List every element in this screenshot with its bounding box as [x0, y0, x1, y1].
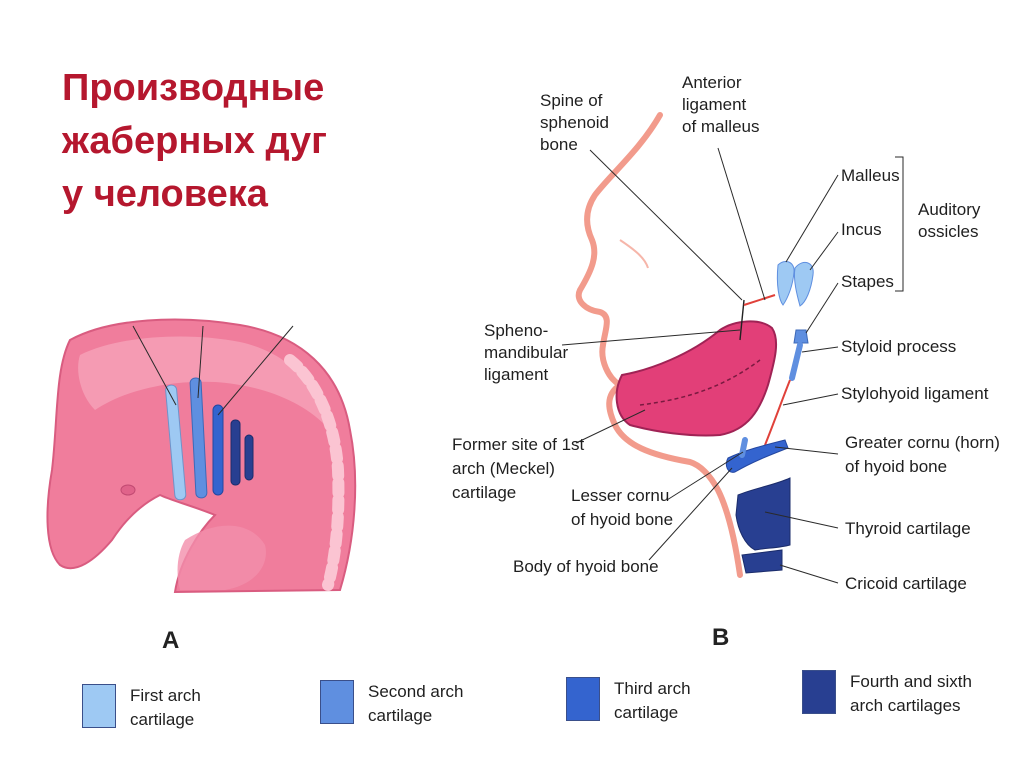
hyoid-bone: [725, 439, 789, 473]
leader-line: [805, 282, 839, 334]
legend-second-arch: Second arch cartilage: [320, 680, 500, 730]
cricoid-cartilage: [741, 549, 783, 574]
panel-a-label: A: [162, 627, 179, 654]
legend-third-arch: Third arch cartilage: [566, 677, 746, 727]
label-body-of-hyoid: Body of hyoid bone: [513, 557, 659, 576]
leader-line: [132, 325, 177, 406]
fourth-arch-cartilage-a: [230, 419, 241, 486]
legend-text-second-arch: Second arch cartilage: [368, 682, 464, 725]
leader-line: [217, 325, 294, 416]
label-styloid-process: Styloid process: [841, 337, 956, 356]
meckel-site-line: [639, 359, 761, 406]
malleus-ligament: [743, 294, 776, 306]
head-illustration: [575, 112, 814, 578]
leader-line: [785, 174, 839, 263]
label-former-site-meckel: Former site of 1st arch (Meckel) cartila…: [452, 435, 589, 502]
incus-shape: [794, 261, 814, 307]
label-lesser-cornu: Lesser cornu of hyoid bone: [571, 486, 674, 529]
embryo-eye: [120, 484, 136, 496]
leader-line: [197, 325, 204, 399]
label-stapes: Stapes: [841, 272, 894, 291]
leader-line: [764, 511, 839, 529]
stylohyoid-ligament: [764, 379, 791, 446]
label-incus: Incus: [841, 220, 882, 239]
leader-line: [801, 346, 839, 353]
legend-text-first-arch: First arch cartilage: [130, 686, 201, 729]
leader-line: [648, 467, 733, 561]
legend-swatch-second-arch: [320, 680, 354, 724]
label-anterior-ligament-of-malleus: Anterior ligament of malleus: [682, 73, 759, 136]
label-malleus: Malleus: [841, 166, 900, 185]
title-line-3: у человека: [62, 173, 268, 215]
embryo-head-shade: [78, 336, 325, 425]
malleus-shape: [776, 261, 795, 306]
legend-first-arch: First arch cartilage: [82, 684, 262, 734]
leader-line: [809, 231, 839, 271]
legend-fourth-sixth-arch: Fourth and sixth arch cartilages: [802, 670, 1012, 720]
title-line-1: Производные: [62, 67, 325, 109]
panel-b-label: B: [712, 624, 729, 651]
styloid-process: [789, 342, 803, 381]
label-spheno-mandibular-ligament: Spheno- mandibular ligament: [484, 321, 573, 384]
first-arch-cartilage-a: [165, 384, 187, 501]
label-stylohyoid-ligament: Stylohyoid ligament: [841, 384, 989, 403]
label-greater-cornu: Greater cornu (horn) of hyoid bone: [845, 433, 1005, 476]
page-title: Производные жаберных дуг у человека: [62, 62, 422, 221]
sixth-arch-cartilage-a: [244, 434, 254, 481]
third-arch-cartilage-a: [212, 404, 224, 496]
leader-lines: [561, 147, 904, 584]
leader-line: [782, 393, 839, 406]
second-arch-cartilage-a: [189, 377, 208, 499]
label-cricoid-cartilage: Cricoid cartilage: [845, 574, 967, 593]
legend-swatch-third-arch: [566, 677, 600, 721]
spheno-mandibular-ligament: [739, 299, 745, 341]
legend-swatch-fourth-sixth-arch: [802, 670, 836, 714]
face-nose-detail: [619, 239, 649, 269]
leader-line: [589, 149, 743, 301]
embryo-somites: [284, 354, 345, 591]
stapes-shape: [793, 329, 809, 344]
thyroid-cartilage: [735, 477, 791, 551]
leader-line: [717, 147, 766, 301]
legend-swatch-first-arch: [82, 684, 116, 728]
leader-line: [561, 329, 741, 346]
leader-line: [575, 409, 646, 444]
leader-line: [774, 446, 839, 455]
legend-text-third-arch: Third arch cartilage: [614, 679, 691, 722]
title-line-2: жаберных дуг: [62, 120, 327, 162]
label-spine-of-sphenoid: Spine of sphenoid bone: [540, 91, 614, 154]
face-outline: [575, 112, 743, 578]
leader-line: [779, 564, 839, 584]
label-auditory-ossicles: Auditory ossicles: [918, 200, 985, 241]
leader-line: [666, 451, 744, 501]
embryo-illustration: [46, 318, 357, 594]
embryo-heart-bulge: [177, 525, 266, 590]
legend-text-fourth-sixth-arch: Fourth and sixth arch cartilages: [850, 672, 972, 715]
auditory-ossicles-bracket: [895, 156, 904, 292]
label-thyroid-cartilage: Thyroid cartilage: [845, 519, 971, 538]
mandible: [615, 320, 778, 437]
